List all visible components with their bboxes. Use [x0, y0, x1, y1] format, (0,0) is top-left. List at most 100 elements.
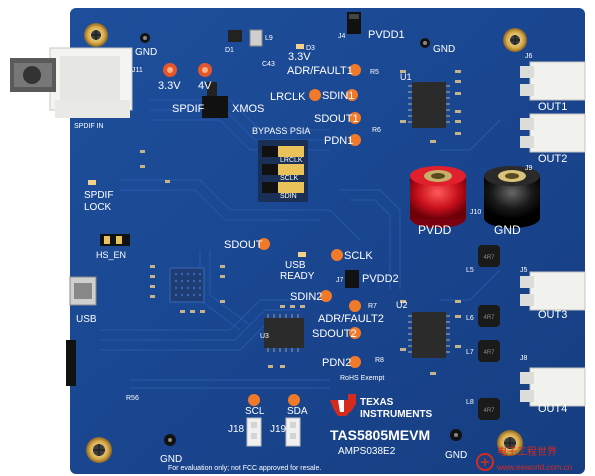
label-gnd-top-left: GND: [135, 47, 157, 58]
usb-connector[interactable]: [69, 276, 97, 306]
label-d3: D3: [306, 45, 315, 52]
led-d5: [298, 252, 306, 257]
board-disclaimer: For evaluation only; not FCC approved fo…: [168, 465, 321, 472]
pvdd-binding-post-red[interactable]: [410, 166, 466, 228]
testpoint-3v3-left[interactable]: [163, 63, 177, 77]
label-sdin-small: SDIN: [280, 193, 297, 200]
label-gnd-bottom-left: GND: [160, 454, 182, 465]
ti-maker-line2: INSTRUMENTS: [360, 409, 433, 420]
label-spdif-lock-2: LOCK: [84, 202, 112, 213]
label-r6: R6: [372, 127, 381, 134]
ic-u3: [264, 314, 304, 352]
ic-u2: [408, 312, 450, 358]
ic-u1: [408, 82, 450, 128]
terminal-out3[interactable]: [520, 271, 586, 311]
label-usb-ready-2: READY: [280, 271, 315, 282]
watermark-url: www.eeworld.com.cn: [496, 463, 572, 472]
label-r7: R7: [368, 303, 377, 310]
label-xmos: XMOS: [232, 103, 264, 115]
mounting-hole-top-left: [84, 23, 108, 47]
label-gnd-top-right: GND: [433, 44, 455, 55]
gnd-post-bottom-left[interactable]: [164, 434, 176, 446]
label-adr-fault2: ADR/FAULT2: [318, 313, 384, 325]
label-out4: OUT4: [538, 403, 567, 415]
testpoint-pdn1[interactable]: [349, 134, 361, 146]
pvdd1-jumper[interactable]: [347, 12, 361, 34]
label-pdn1: PDN1: [324, 135, 353, 147]
left-header: [66, 340, 76, 386]
spdif-xmos-switch[interactable]: [202, 82, 228, 118]
label-u1: U1: [400, 72, 412, 82]
bypass-psia-header[interactable]: [258, 140, 308, 202]
header-j19[interactable]: [285, 417, 301, 447]
label-j10: J10: [470, 209, 481, 216]
hs-en-jumper[interactable]: [100, 234, 130, 246]
pcb-traces: [100, 99, 501, 389]
testpoint-pdn2[interactable]: [349, 356, 361, 368]
label-l9: L9: [265, 35, 273, 42]
mounting-hole-bottom-left: [86, 437, 112, 463]
testpoint-sda[interactable]: [288, 394, 300, 406]
ti-maker-line1: TEXAS: [360, 397, 394, 408]
label-sclk-small: SCLK: [280, 175, 299, 182]
label-adr-fault1: ADR/FAULT1: [287, 65, 353, 77]
label-lrclk-small: LRCLK: [280, 157, 303, 164]
gnd-post-bottom-right[interactable]: [450, 429, 462, 441]
testpoint-adr-fault1[interactable]: [349, 64, 361, 76]
testpoint-sdin1[interactable]: [346, 89, 358, 101]
label-sdin2: SDIN2: [290, 291, 322, 303]
led-d3: [296, 44, 304, 49]
label-l8: L8: [466, 399, 474, 406]
inductor-l6: 4R7: [478, 305, 500, 327]
label-j8: J8: [520, 355, 528, 362]
label-rohs: RoHS Exempt: [340, 375, 384, 382]
label-j18: J18: [228, 424, 245, 435]
inductor-l9: [249, 29, 263, 47]
label-pvdd2: PVDD2: [362, 273, 399, 285]
testpoint-sclk[interactable]: [331, 249, 343, 261]
diode-d1: [228, 30, 242, 42]
label-sdout: SDOUT: [224, 239, 263, 251]
terminal-out2[interactable]: [520, 113, 586, 153]
testpoint-sdout[interactable]: [258, 238, 270, 250]
inductor-l8: 4R7: [478, 398, 500, 420]
label-j19: J19: [270, 424, 287, 435]
gnd-post-top-right[interactable]: [420, 38, 430, 48]
label-3v3-left: 3.3V: [158, 80, 181, 92]
label-j11: J11: [132, 67, 143, 74]
board-name: TAS5805MEVM: [330, 427, 430, 443]
label-u2: U2: [396, 300, 408, 310]
label-sclk: SCLK: [344, 250, 373, 262]
svg-text:4R7: 4R7: [483, 315, 495, 321]
label-spdif: SPDIF: [172, 103, 205, 115]
pvdd2-jumper[interactable]: [345, 270, 359, 288]
label-r8: R8: [375, 357, 384, 364]
gnd-binding-post-black[interactable]: [484, 166, 540, 228]
spdif-optical-connector[interactable]: [10, 47, 133, 118]
label-lrclk: LRCLK: [270, 91, 306, 103]
testpoint-4v[interactable]: [198, 63, 212, 77]
label-j6: J6: [525, 53, 533, 60]
passive-components: [140, 70, 461, 375]
label-out1: OUT1: [538, 101, 567, 113]
label-out2: OUT2: [538, 153, 567, 165]
inductor-l5: 4R7: [478, 245, 500, 267]
terminal-out4[interactable]: [520, 367, 586, 407]
testpoint-scl[interactable]: [248, 394, 260, 406]
label-usb-ready-1: USB: [285, 260, 306, 271]
label-4v: 4V: [198, 80, 212, 92]
testpoint-adr-fault2[interactable]: [349, 300, 361, 312]
testpoint-sdout2[interactable]: [349, 327, 361, 339]
testpoint-lrclk[interactable]: [309, 89, 321, 101]
label-hs-en: HS_EN: [96, 250, 126, 260]
ti-logo: [330, 394, 356, 416]
header-j18[interactable]: [246, 417, 262, 447]
label-j5: J5: [520, 267, 528, 274]
testpoint-sdin2[interactable]: [320, 290, 332, 302]
terminal-out1[interactable]: [520, 61, 586, 101]
testpoint-sdout1[interactable]: [349, 112, 361, 124]
label-3v3-top: 3.3V: [288, 51, 311, 63]
label-l5: L5: [466, 267, 474, 274]
gnd-post-top-left[interactable]: [140, 33, 150, 43]
